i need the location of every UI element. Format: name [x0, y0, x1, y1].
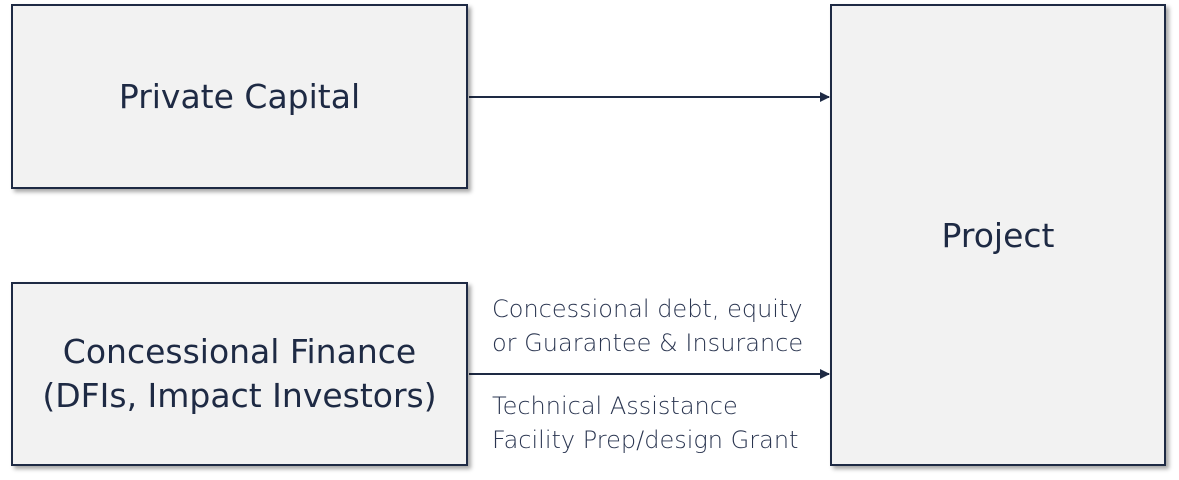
project-box: Project: [830, 4, 1166, 466]
edge-label-lower-line2: Facility Prep/design Grant: [492, 426, 799, 454]
concessional-finance-label-line1: Concessional Finance: [62, 332, 417, 371]
concessional-finance-label-line2: (DFIs, Impact Investors): [42, 376, 437, 415]
private-capital-label: Private Capital: [118, 77, 361, 116]
project-label: Project: [941, 215, 1055, 255]
edge-label-upper-line2: or Guarantee & Insurance: [492, 329, 804, 357]
concessional-finance-box: Concessional Finance (DFIs, Impact Inves…: [11, 282, 468, 466]
edge-label-lower-line1: Technical Assistance: [492, 392, 738, 420]
edge-label-technical-assistance: Technical Assistance Facility Prep/desig…: [492, 389, 798, 457]
edge-label-concessional-instruments: Concessional debt, equity or Guarantee &…: [492, 292, 803, 360]
edge-label-upper-line1: Concessional debt, equity: [492, 295, 803, 323]
private-capital-box: Private Capital: [11, 4, 468, 189]
